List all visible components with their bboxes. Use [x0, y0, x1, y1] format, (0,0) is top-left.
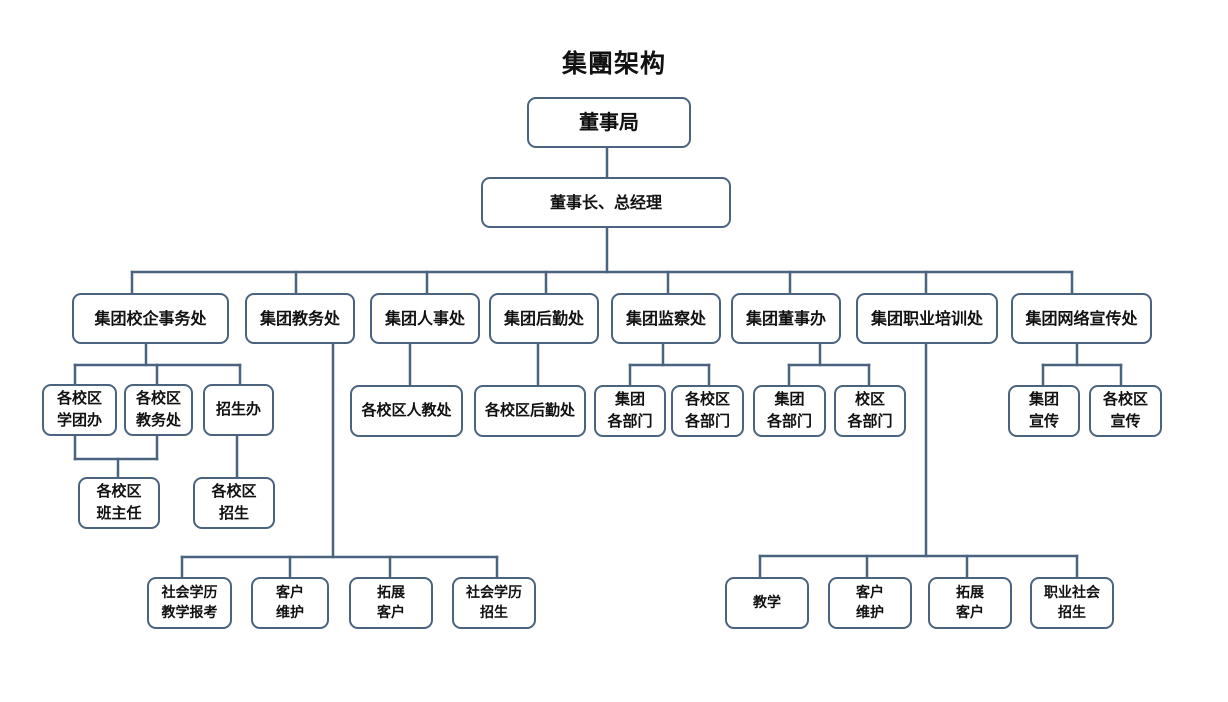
node-enrollment-office: 招生办 [203, 384, 274, 436]
node-supervision-campus-depts: 各校区各部门 [671, 385, 744, 437]
node-label-line: 招生办 [215, 400, 261, 419]
node-label-line: 社会学历 [161, 584, 218, 601]
node-label-line: 招生 [218, 504, 249, 522]
node-campus-academic-office: 各校区教务处 [124, 384, 193, 436]
node-voc-social-enroll: 职业社会招生 [1030, 577, 1114, 629]
node-dept-academic: 集团教务处 [245, 293, 355, 344]
node-label-line: 董事局 [579, 110, 639, 134]
node-dept-board-office: 集团董事办 [731, 293, 841, 344]
node-dept-school-enterprise: 集团校企事务处 [72, 293, 229, 344]
node-label-line: 校区 [854, 390, 885, 409]
node-label-line: 客户 [377, 605, 405, 621]
node-label-line: 拓展 [377, 584, 405, 601]
node-label-line: 各校区 [135, 389, 181, 408]
node-label-line: 各校区 [56, 389, 102, 408]
node-label-line: 客户 [956, 605, 984, 621]
node-voc-client-maint: 客户维护 [828, 577, 912, 629]
chart-title: 集團架构 [561, 49, 666, 78]
node-label-line: 各校区后勤处 [484, 401, 575, 420]
node-label-line: 集团职业培训处 [870, 308, 983, 328]
node-label-line: 各部门 [607, 412, 653, 430]
node-label-line: 维护 [276, 605, 304, 621]
node-label-line: 宣传 [1110, 412, 1141, 430]
node-label-line: 社会学历 [466, 584, 522, 601]
node-label-line: 集团校企事务处 [94, 308, 207, 328]
node-label-line: 各校区 [96, 482, 142, 501]
node-campus-hr: 各校区人教处 [350, 385, 463, 437]
node-dept-hr: 集团人事处 [370, 293, 480, 344]
node-label-line: 集团 [1028, 390, 1059, 409]
node-label-line: 集团董事办 [745, 308, 826, 328]
node-label-line: 客户 [856, 584, 884, 601]
node-dept-supervision: 集团监察处 [611, 293, 721, 344]
node-label-line: 集团监察处 [625, 308, 706, 328]
node-label-line: 集团 [774, 390, 805, 409]
node-label-line: 集团教务处 [259, 308, 340, 328]
node-label-line: 各部门 [684, 412, 730, 430]
node-voc-teaching: 教学 [725, 577, 809, 629]
node-board-campus-depts: 校区各部门 [834, 385, 906, 437]
node-acad-expand-client: 拓展客户 [349, 577, 433, 629]
node-campus-enrollment: 各校区招生 [193, 477, 275, 529]
node-acad-social-exam: 社会学历教学报考 [147, 577, 232, 629]
node-label-line: 学团办 [56, 411, 102, 429]
node-label-line: 各校区 [1102, 390, 1148, 409]
node-dept-network-pr: 集团网络宣传处 [1011, 293, 1152, 344]
node-label-line: 各校区 [211, 482, 257, 501]
node-voc-expand-client: 拓展客户 [928, 577, 1012, 629]
node-label-line: 职业社会 [1044, 584, 1100, 601]
node-label-line: 各部门 [766, 412, 812, 430]
node-campus-student-office: 各校区学团办 [42, 384, 117, 436]
node-board-group-depts: 集团各部门 [753, 385, 826, 437]
node-campus-logistics: 各校区后勤处 [474, 385, 586, 437]
node-pr-campus: 各校区宣传 [1089, 385, 1162, 437]
node-label-line: 教学报考 [161, 605, 218, 621]
node-label-line: 招生 [480, 605, 508, 621]
node-label-line: 集团网络宣传处 [1025, 308, 1138, 328]
node-label-line: 招生 [1058, 605, 1086, 621]
node-label-line: 拓展 [956, 584, 984, 601]
node-acad-social-enroll: 社会学历招生 [452, 577, 536, 629]
node-label-line: 各校区人教处 [361, 401, 452, 420]
node-pr-group: 集团宣传 [1008, 385, 1080, 437]
node-label-line: 集团人事处 [384, 308, 465, 328]
node-label-line: 董事长、总经理 [549, 192, 662, 212]
node-board: 董事局 [527, 97, 691, 148]
node-label-line: 教学 [753, 594, 781, 611]
node-label-line: 教务处 [135, 411, 181, 429]
node-label-line: 各校区 [684, 390, 730, 409]
node-campus-head-teacher: 各校区班主任 [78, 477, 160, 529]
node-dept-logistics: 集团后勤处 [489, 293, 599, 344]
node-label-line: 集团 [614, 390, 645, 409]
node-acad-client-maint: 客户维护 [251, 577, 329, 629]
node-supervision-group-depts: 集团各部门 [594, 385, 666, 437]
node-dept-vocational: 集团职业培训处 [856, 293, 998, 344]
node-chairman: 董事长、总经理 [481, 177, 731, 228]
node-label-line: 维护 [856, 605, 884, 621]
node-label-line: 宣传 [1028, 412, 1059, 430]
node-label-line: 各部门 [847, 412, 893, 430]
node-label-line: 客户 [276, 584, 304, 601]
node-label-line: 班主任 [96, 504, 142, 522]
node-label-line: 集团后勤处 [503, 308, 584, 328]
